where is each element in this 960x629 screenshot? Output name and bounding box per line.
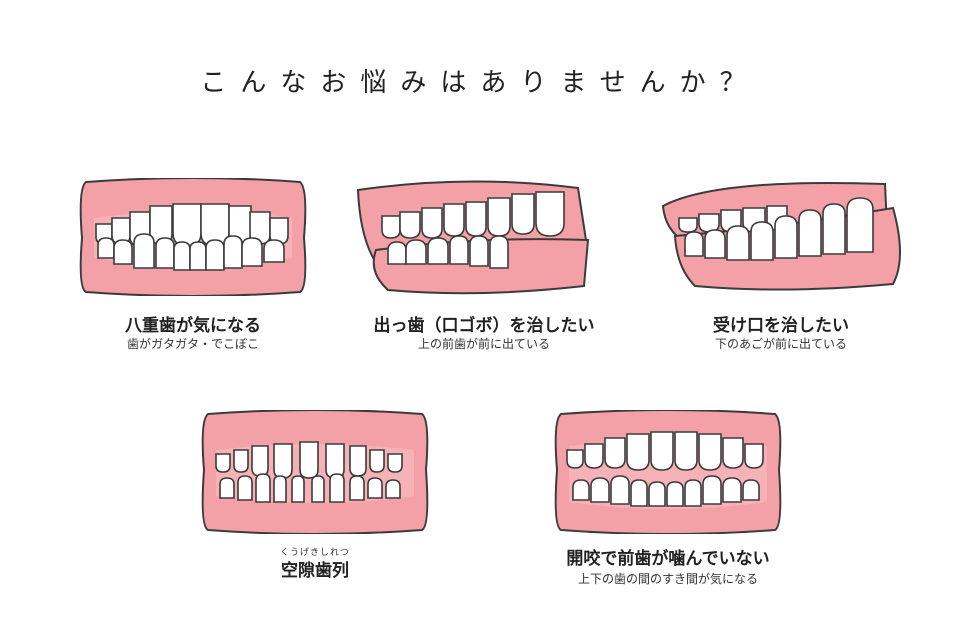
lower-tooth [273,475,287,503]
underbite-illustration [655,178,907,296]
lower-tooth [469,235,489,267]
card1-title: 八重歯が気になる [125,316,261,336]
lower-tooth [291,475,305,503]
lower-tooth [385,479,401,499]
upper-tooth [722,437,744,469]
lower-tooth [329,473,345,503]
lower-tooth [173,241,191,271]
lower-tooth [405,239,427,265]
upper-tooth [674,431,698,471]
upper-tooth [698,433,722,471]
lower-tooth [630,479,648,507]
upper-tooth [465,201,487,237]
lower-tooth [311,475,325,503]
lower-tooth [367,477,383,499]
upper-tooth [172,203,202,247]
upper-tooth [584,443,604,469]
lower-tooth [349,475,365,501]
card3-subtitle: 下のあごが前に出ている [714,337,847,351]
lower-tooth [237,475,253,501]
upper-tooth [251,445,269,477]
lower-tooth [684,231,704,257]
open-bite-illustration [553,410,783,534]
spaced-teeth-illustration [200,410,430,534]
upper-tooth [387,453,403,473]
upper-tooth [273,443,293,479]
lower-tooth [726,225,750,261]
upper-tooth [443,203,465,237]
lower-tooth [774,215,798,259]
lower-tooth [722,477,742,503]
lower-tooth [572,479,590,501]
lower-tooth [798,209,822,257]
upper-tooth [535,191,565,237]
lower-tooth [704,229,726,259]
card4-title: 空隙歯列 [281,561,349,581]
lower-tooth [113,239,133,265]
lower-tooth [223,235,243,269]
lower-tooth [489,235,509,269]
card5-title: 開咬で前歯が噛んでいない [566,549,770,569]
lower-tooth [97,237,115,259]
lower-tooth [449,235,469,265]
lower-tooth [846,197,874,253]
lower-tooth [742,479,760,501]
card1-subtitle: 歯がガタガタ・でこぼこ [126,337,259,351]
lower-tooth [189,241,207,271]
upper-tooth [604,437,626,469]
lower-tooth [387,241,407,265]
upper-tooth [325,443,345,479]
lower-tooth [427,237,449,265]
card4-ruby: くうげきしれつ [280,548,350,558]
lower-tooth [255,473,271,503]
lower-tooth [666,481,684,507]
upper-tooth [369,449,385,473]
lower-tooth [155,237,175,269]
upper-tooth [299,441,319,479]
lower-tooth [610,475,630,505]
page-title: こんなお悩みはありませんか？ [200,68,760,98]
card2-subtitle: 上の前歯が前に出ている [417,337,550,351]
upper-tooth [487,197,511,237]
upper-tooth [511,193,535,235]
lower-tooth [241,237,263,267]
card2-title: 出っ歯（口ゴボ）を治したい [373,316,595,336]
lower-tooth [750,221,774,261]
lower-tooth [590,477,610,503]
upper-tooth [421,207,443,239]
upper-tooth [399,211,421,239]
lower-tooth [648,481,666,507]
lower-tooth [822,203,846,255]
lower-tooth [205,239,225,271]
lower-tooth [133,233,155,269]
upper-tooth [349,445,367,477]
upper-tooth [215,453,231,473]
lower-tooth [263,239,285,263]
protruding-teeth-illustration [348,180,620,298]
lower-tooth [702,475,722,505]
lower-tooth [219,477,235,499]
upper-tooth [566,449,584,469]
upper-tooth [233,449,249,473]
crowded-teeth-illustration [78,178,308,296]
card3-title: 受け口を治したい [713,316,849,336]
card5-subtitle: 上下の歯の間のすき間が気になる [577,572,758,586]
upper-tooth [678,217,698,233]
upper-tooth [381,215,401,239]
lower-tooth [684,479,702,507]
upper-tooth [744,443,764,469]
upper-tooth [626,433,650,471]
upper-tooth [650,431,674,471]
